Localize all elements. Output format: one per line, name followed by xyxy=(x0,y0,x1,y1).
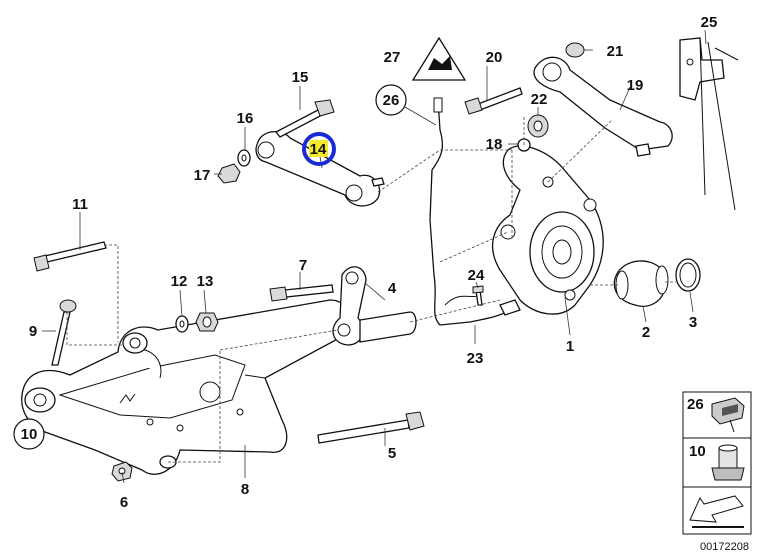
connector-clip-icon xyxy=(711,397,745,433)
wheel-carrier-1-drawing xyxy=(491,145,604,315)
svg-text:10: 10 xyxy=(21,426,38,443)
label-27[interactable]: 27 xyxy=(384,49,401,66)
wishbone-19-drawing xyxy=(533,56,673,157)
legend-item-10[interactable]: 10 xyxy=(689,443,745,481)
link-4-drawing xyxy=(332,266,417,346)
label-7[interactable]: 7 xyxy=(299,257,307,274)
legend-arrow-icon xyxy=(689,495,744,528)
nut-21-drawing xyxy=(565,42,585,58)
label-12[interactable]: 12 xyxy=(171,273,188,290)
svg-text:14: 14 xyxy=(310,141,327,158)
highlight-ring xyxy=(302,132,336,166)
leader-lines xyxy=(42,29,707,484)
mount-22-drawing xyxy=(527,114,549,138)
label-22[interactable]: 22 xyxy=(531,91,548,108)
label-23[interactable]: 23 xyxy=(467,350,484,367)
dashed-reference-lines xyxy=(66,115,676,463)
legend-box: 26 10 xyxy=(682,391,752,535)
label-8[interactable]: 8 xyxy=(241,481,249,498)
washer-12-drawing xyxy=(175,315,189,333)
upper-link-14-drawing xyxy=(255,131,385,207)
label-20[interactable]: 20 xyxy=(486,49,503,66)
label-2[interactable]: 2 xyxy=(642,324,650,341)
svg-text:26: 26 xyxy=(383,92,400,109)
sensor-wire-drawing xyxy=(429,97,521,326)
bolt-15-drawing xyxy=(274,99,335,138)
label-18[interactable]: 18 xyxy=(486,136,503,153)
label-25[interactable]: 25 xyxy=(701,14,718,31)
highlighted-label-14[interactable]: 14 xyxy=(302,132,336,166)
highlight-fill xyxy=(309,140,328,157)
circlip-3-drawing xyxy=(675,258,701,292)
warning-triangle-icon xyxy=(411,36,467,81)
bracket-25-drawing xyxy=(679,37,739,211)
circled-label-10[interactable]: 10 xyxy=(13,418,45,450)
nut-13-drawing xyxy=(195,312,219,332)
bolt-5-drawing xyxy=(317,411,425,444)
bolt-7-drawing xyxy=(269,284,334,302)
part-labels: 1 2 3 4 5 6 7 8 9 11 12 13 15 16 17 18 1… xyxy=(29,14,718,511)
label-9[interactable]: 9 xyxy=(29,323,37,340)
label-16[interactable]: 16 xyxy=(237,110,254,127)
circled-label-26[interactable]: 26 xyxy=(375,84,407,116)
label-24[interactable]: 24 xyxy=(468,267,485,284)
label-3[interactable]: 3 xyxy=(689,314,697,331)
svg-text:26: 26 xyxy=(687,396,704,413)
label-17[interactable]: 17 xyxy=(194,167,211,184)
bearing-2-drawing xyxy=(613,260,669,307)
svg-text:10: 10 xyxy=(689,443,706,460)
washer-16-drawing xyxy=(237,149,251,167)
nut-17-drawing xyxy=(217,163,241,184)
label-4[interactable]: 4 xyxy=(388,280,397,297)
label-19[interactable]: 19 xyxy=(627,77,644,94)
bolt-9-drawing xyxy=(51,299,77,366)
subframe-drawing xyxy=(21,299,351,475)
label-6[interactable]: 6 xyxy=(120,494,128,511)
bolt-20-drawing xyxy=(464,87,523,115)
label-11[interactable]: 11 xyxy=(72,196,88,213)
bolt-24-drawing xyxy=(472,285,484,306)
label-13[interactable]: 13 xyxy=(197,273,214,290)
label-21[interactable]: 21 xyxy=(607,43,624,60)
label-15[interactable]: 15 xyxy=(292,69,309,86)
nut-6-drawing xyxy=(111,461,133,482)
label-1[interactable]: 1 xyxy=(566,338,574,355)
bolt-11-drawing xyxy=(33,241,107,272)
label-5[interactable]: 5 xyxy=(388,445,396,462)
bushing-icon xyxy=(711,444,745,481)
catalog-number: 00172208 xyxy=(700,541,749,553)
legend-item-26[interactable]: 26 xyxy=(687,396,745,433)
